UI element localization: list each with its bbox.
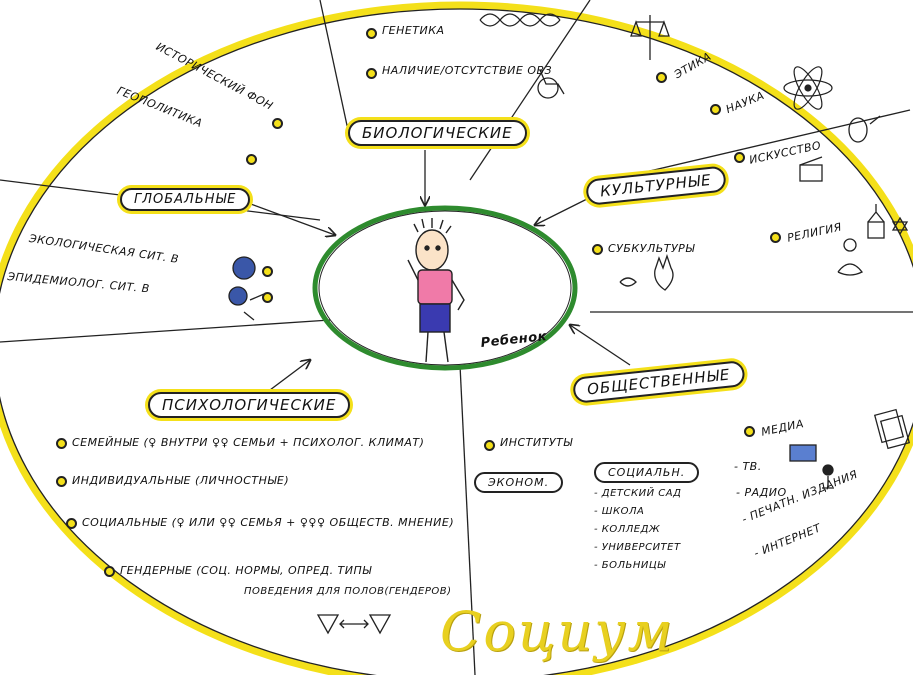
atom-icon [783, 66, 833, 110]
gender-icon [316, 614, 392, 635]
earth-icon [232, 256, 256, 280]
bullet [770, 232, 781, 243]
bullet [262, 266, 273, 277]
college-label: - КОЛЛЕДЖ [594, 524, 661, 535]
gender-label-2: ПОВЕДЕНИЯ ДЛЯ ПОЛОВ(ГЕНДЕРОВ) [244, 586, 452, 597]
bullet [710, 104, 721, 115]
bullet [56, 476, 67, 487]
category-psychological: ПСИХОЛОГИЧЕСКИЕ [148, 392, 351, 418]
kindergarten-label: - ДЕТСКИЙ САД [594, 488, 682, 499]
bullet [272, 118, 283, 129]
socium-title: Социум [440, 600, 675, 663]
tv-icon [789, 444, 817, 462]
social-inst-label: СОЦИАЛЬН. [594, 462, 700, 483]
scales-icon [630, 15, 670, 60]
child-oval-ink [318, 210, 572, 366]
books-icon [873, 408, 911, 450]
economy-label: ЭКОНОМ. [474, 472, 564, 493]
genetics-label: ГЕНЕТИКА [382, 24, 445, 37]
bullet [66, 518, 77, 529]
arrows [239, 150, 631, 391]
bullet [734, 152, 745, 163]
disability-label: НАЛИЧИЕ/ОТСУТСТВИЕ ОВЗ [382, 64, 553, 77]
star-of-david-icon [891, 216, 909, 236]
hospitals-label: - БОЛЬНИЦЫ [594, 560, 666, 571]
bullet [56, 438, 67, 449]
bullet [656, 72, 667, 83]
bullet [262, 292, 273, 303]
virus-icon [228, 286, 265, 321]
university-label: - УНИВЕРСИТЕТ [594, 542, 681, 553]
meditation-icon [837, 238, 863, 276]
socium-oval-ink [0, 8, 913, 675]
school-label: - ШКОЛА [594, 506, 645, 517]
child-figure [407, 218, 465, 363]
bullet [592, 244, 603, 255]
category-global: ГЛОБАЛЬНЫЕ [120, 188, 251, 211]
punk-icon [619, 253, 674, 291]
tv-label: - ТВ. [734, 460, 762, 473]
bullet [246, 154, 257, 165]
church-icon [867, 204, 885, 239]
bullet [366, 28, 377, 39]
bullet [104, 566, 115, 577]
gender-label: ГЕНДЕРНЫЕ (СОЦ. НОРМЫ, ОПРЕД. ТИПЫ [120, 564, 372, 577]
dna-icon [479, 13, 561, 27]
individual-label: ИНДИВИДУАЛЬНЫЕ (ЛИЧНОСТНЫЕ) [72, 474, 290, 487]
bullet [744, 426, 755, 437]
bullet [484, 440, 495, 451]
bullet [366, 68, 377, 79]
radio-label: - РАДИО [736, 486, 787, 499]
wheelchair-icon [537, 69, 565, 99]
institutes-label: ИНСТИТУТЫ [500, 436, 573, 449]
palette-icon [848, 115, 881, 143]
subcultures-label: СУБКУЛЬТУРЫ [608, 242, 695, 255]
family-label: СЕМЕЙНЫЕ (♀ ВНУТРИ ♀♀ СЕМЬИ + ПСИХОЛОГ. … [72, 436, 425, 449]
category-biological: БИОЛОГИЧЕСКИЕ [348, 120, 527, 146]
microphone-icon [822, 464, 834, 489]
clapperboard-icon [799, 156, 823, 182]
social-psy-label: СОЦИАЛЬНЫЕ (♀ ИЛИ ♀♀ СЕМЬЯ + ♀♀♀ ОБЩЕСТВ… [82, 516, 455, 529]
child-oval [312, 205, 578, 371]
